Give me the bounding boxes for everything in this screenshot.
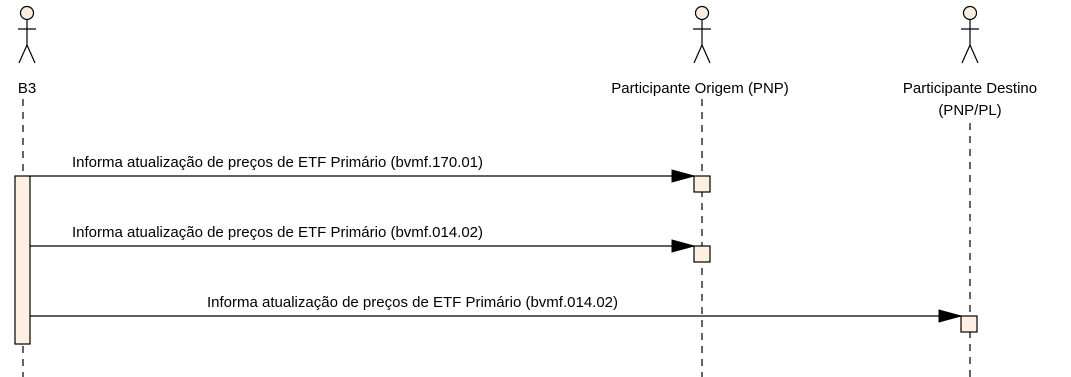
actor-right-leg xyxy=(26,44,36,64)
actor-head xyxy=(962,5,978,21)
activation-box-origem xyxy=(693,245,711,263)
actor-right-leg xyxy=(969,44,979,64)
actor-figure-icon xyxy=(961,5,979,64)
actor-label-line-1: Participante Destino xyxy=(903,80,1037,97)
actor-figure-icon xyxy=(18,5,36,64)
activation-box-origem xyxy=(693,175,711,193)
message-3: Informa atualização de preços de ETF Pri… xyxy=(30,294,978,333)
actor-left-leg xyxy=(693,44,703,64)
message-label: Informa atualização de preços de ETF Pri… xyxy=(72,224,483,241)
activation-box-destino xyxy=(960,315,978,333)
actor-label: Participante Origem (PNP) xyxy=(611,80,789,97)
actor-right-leg xyxy=(701,44,711,64)
actor-left-leg xyxy=(18,44,28,64)
activation-bar-b3 xyxy=(14,175,31,345)
message-1: Informa atualização de preços de ETF Pri… xyxy=(30,154,711,193)
actor-label-line-2: (PNP/PL) xyxy=(938,102,1001,119)
message-label: Informa atualização de preços de ETF Pri… xyxy=(72,154,483,171)
actor-left-leg xyxy=(961,44,971,64)
actor-participante-destino: Participante Destino (PNP/PL) xyxy=(903,5,1037,377)
arrowhead-icon xyxy=(671,239,696,253)
actor-figure-icon xyxy=(693,5,711,64)
actor-head xyxy=(19,5,35,21)
actor-head xyxy=(694,5,710,21)
actor-participante-origem: Participante Origem (PNP) xyxy=(611,5,789,377)
arrowhead-icon xyxy=(938,309,963,323)
arrowhead-icon xyxy=(671,169,696,183)
actor-b3: B3 xyxy=(18,5,36,377)
actor-label: B3 xyxy=(18,80,36,97)
message-label: Informa atualização de preços de ETF Pri… xyxy=(207,294,618,311)
message-2: Informa atualização de preços de ETF Pri… xyxy=(30,224,711,263)
